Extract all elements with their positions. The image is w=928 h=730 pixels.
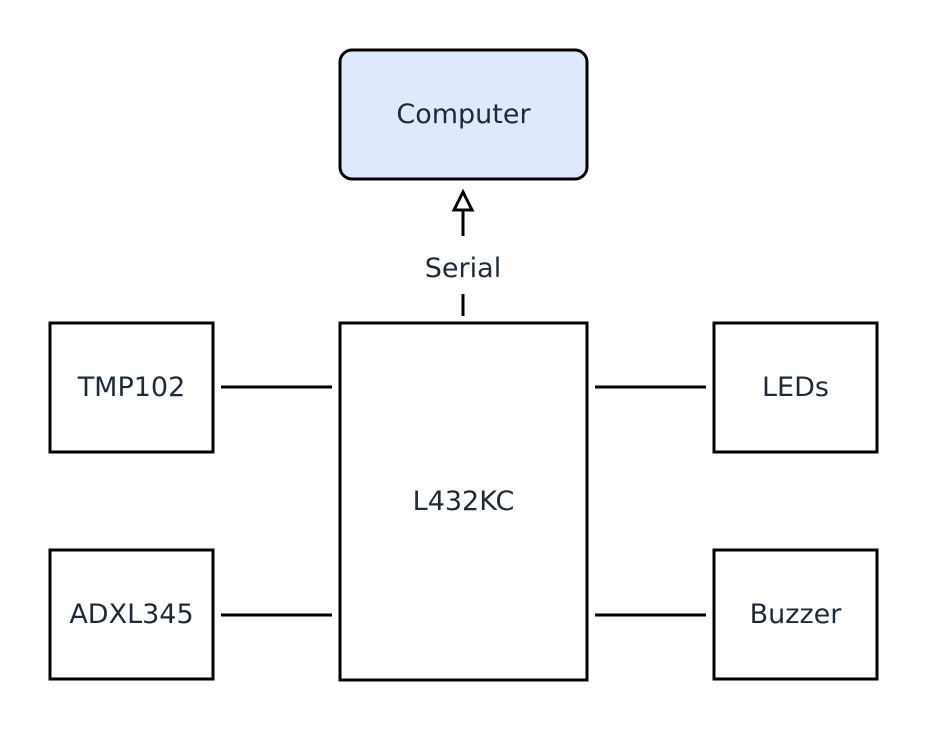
- leds-label: LEDs: [762, 372, 829, 403]
- computer-box: [338, 48, 589, 181]
- mcu-box: [338, 321, 589, 682]
- adxl345-box: [48, 548, 215, 681]
- serial-label: Serial: [424, 252, 502, 284]
- adxl345-label: ADXL345: [69, 599, 194, 630]
- buzzer-box: [712, 548, 879, 681]
- mcu-label: L432KC: [412, 486, 515, 517]
- leds-box: [712, 321, 879, 454]
- computer-label: Computer: [396, 99, 531, 130]
- tmp102-label: TMP102: [77, 372, 186, 403]
- buzzer-label: Buzzer: [749, 599, 842, 630]
- tmp102-box: [48, 321, 215, 454]
- serial-arrowhead: [451, 188, 475, 212]
